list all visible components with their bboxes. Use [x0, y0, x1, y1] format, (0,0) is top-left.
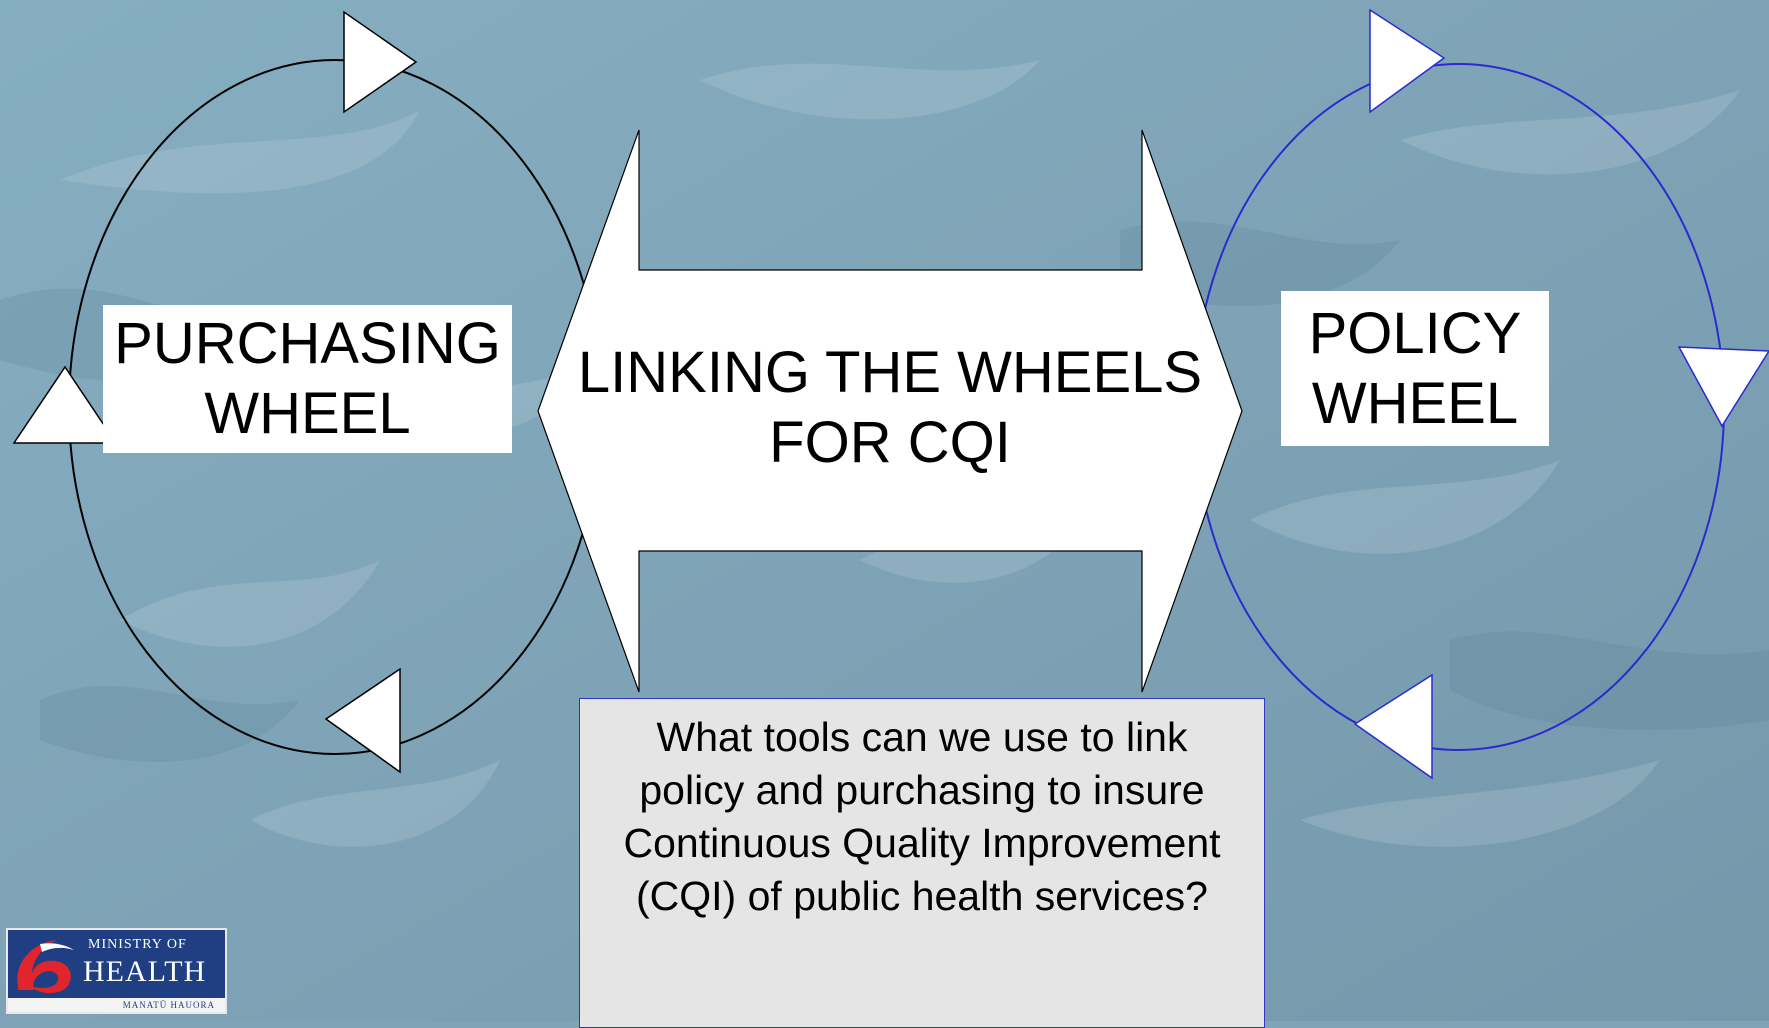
center-double-arrow: [537, 129, 1243, 693]
center-arrow-label: LINKING THE WHEELS FOR CQI: [560, 333, 1220, 483]
purchasing-wheel-label-line1: PURCHASING: [114, 311, 501, 376]
logo-mark-icon: [17, 940, 74, 994]
policy-wheel-label-line1: POLICY: [1308, 300, 1522, 366]
policy-wheel-arrow-right: [1677, 346, 1769, 428]
logo-text-line2: HEALTH: [83, 955, 207, 988]
purchasing-wheel-arrow-bottom: [324, 667, 401, 774]
policy-wheel-arrow-bottom: [1353, 673, 1433, 780]
purchasing-wheel-label: PURCHASING WHEEL: [103, 305, 512, 453]
ministry-of-health-logo: MINISTRY OF HEALTH MANATŪ HAUORA: [6, 928, 227, 1014]
policy-wheel-label-line2: WHEEL: [1311, 370, 1519, 436]
purchasing-wheel-arrow-top: [343, 10, 418, 114]
center-arrow-label-line1: LINKING THE WHEELS: [577, 340, 1203, 405]
policy-wheel-label: POLICY WHEEL: [1281, 291, 1549, 446]
logo-text-line1: MINISTRY OF: [88, 937, 187, 952]
question-text-box: What tools can we use to link policy and…: [579, 698, 1265, 1028]
logo-text-line3: MANATŪ HAUORA: [8, 998, 225, 1012]
center-arrow-label-line2: FOR CQI: [769, 410, 1011, 475]
policy-wheel-arrow-top: [1369, 8, 1446, 114]
purchasing-wheel-arrow-left: [12, 365, 118, 444]
question-text: What tools can we use to link policy and…: [623, 714, 1221, 919]
purchasing-wheel-label-line2: WHEEL: [204, 381, 411, 446]
